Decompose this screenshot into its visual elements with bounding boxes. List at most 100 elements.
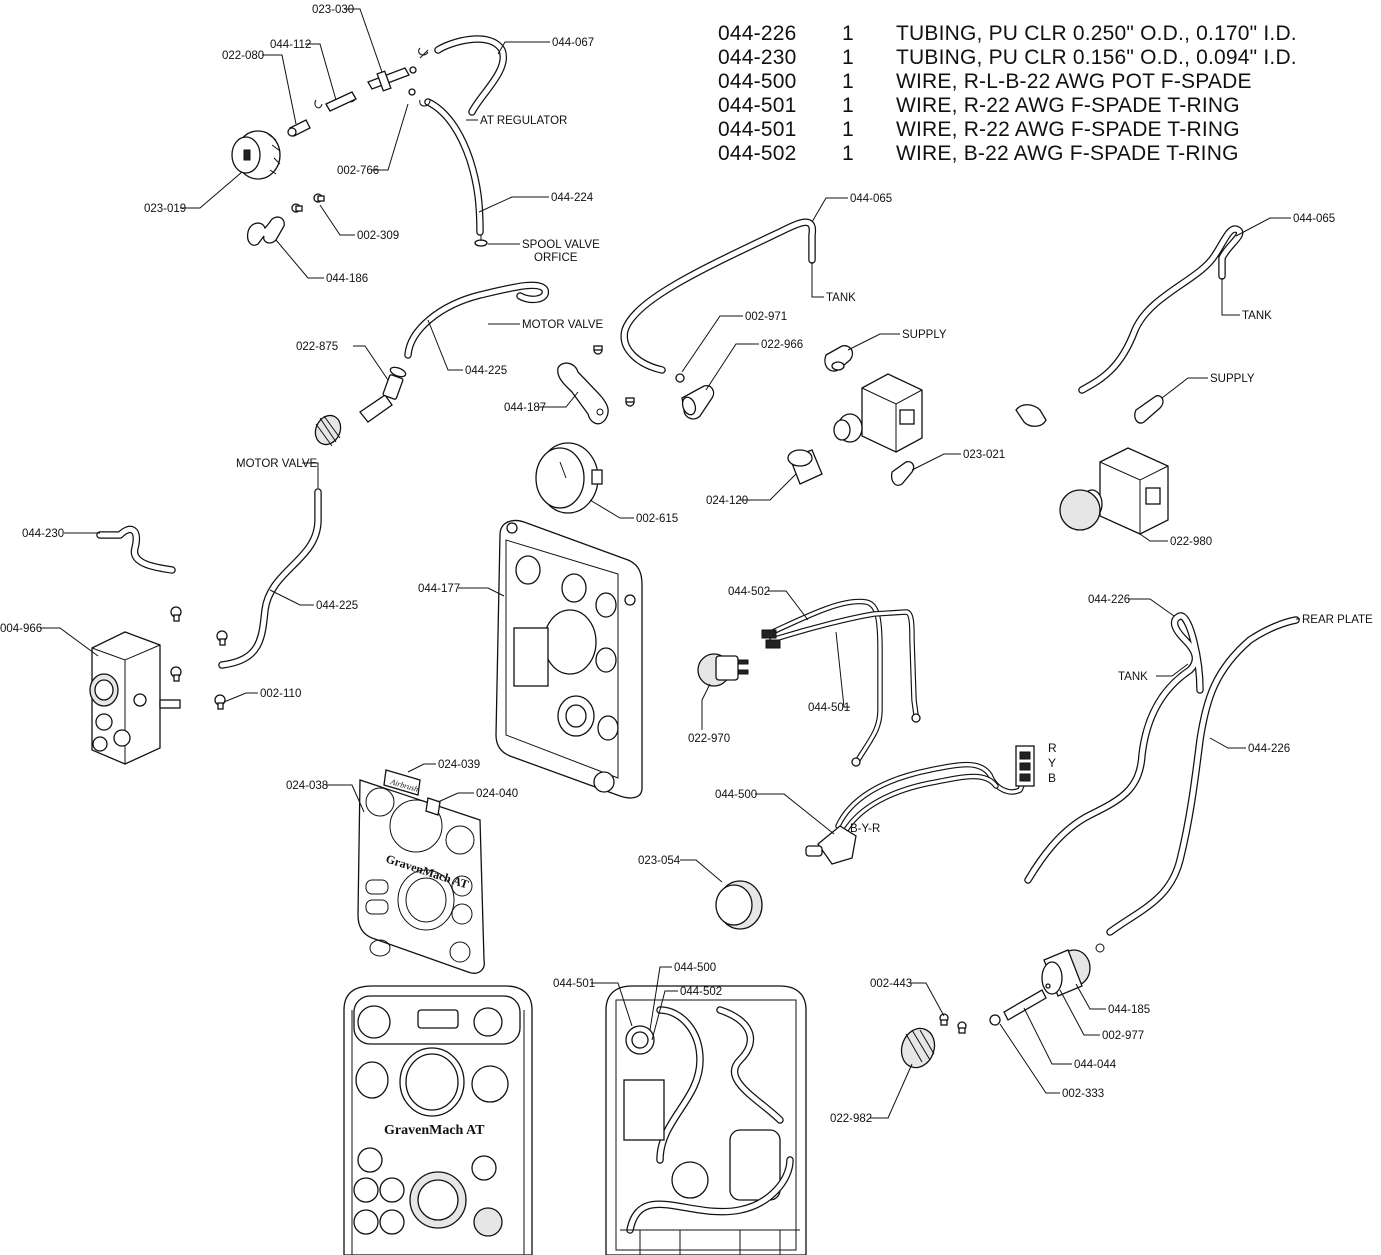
callout-label: 044-500	[715, 789, 757, 801]
bom-description: WIRE, B-22 AWG F-SPADE T-RING	[896, 142, 1239, 165]
note-tank: TANK	[826, 292, 856, 304]
bom-quantity: 1	[842, 46, 854, 69]
note-spool-valve: SPOOL VALVE	[522, 239, 600, 251]
callout-label: 002-615	[636, 513, 678, 525]
switch-022-970	[697, 653, 749, 687]
callout-label: 044-502	[680, 986, 722, 998]
wire-color-b: B	[1048, 771, 1056, 785]
bom-description: TUBING, PU CLR 0.250" O.D., 0.170" I.D.	[896, 22, 1297, 45]
leader-lines	[40, 8, 1300, 1119]
gauge-002-615	[535, 442, 603, 514]
tube-044-067	[434, 35, 508, 116]
elbow-022-875	[359, 366, 407, 423]
elbow-023-021	[890, 460, 915, 486]
callout-label: 044-502	[728, 586, 770, 598]
callout-label: 044-112	[270, 39, 311, 51]
supply-fitting-a	[824, 345, 854, 372]
screws-002-110	[170, 606, 228, 710]
shaft-044-044	[989, 983, 1051, 1026]
callout-label: 024-038	[286, 780, 328, 792]
regulator-body-b	[1059, 447, 1169, 535]
callout-label: 044-177	[418, 583, 460, 595]
callout-label: 022-966	[761, 339, 803, 351]
wire-color-r: R	[1048, 741, 1057, 755]
bom-part-number: 044-501	[718, 94, 797, 117]
tube-044-226-a	[1024, 612, 1204, 884]
callout-label: 044-186	[326, 273, 368, 285]
bom-quantity: 1	[842, 142, 854, 165]
note-supply: SUPPLY	[1210, 373, 1255, 385]
callout-label: 044-065	[1293, 213, 1335, 225]
note-orfice: ORFICE	[534, 252, 578, 264]
callout-label: 002-443	[870, 978, 912, 990]
callout-label: 024-040	[476, 788, 518, 800]
wire-color-y: Y	[1048, 756, 1056, 770]
o-ring-002-971	[675, 373, 685, 383]
bom-row: 044-230 1 TUBING, PU CLR 0.156" O.D., 0.09…	[718, 46, 1297, 70]
callout-label: 044-224	[551, 192, 594, 204]
note-tank: TANK	[1242, 310, 1272, 322]
supply-fitting-b	[1015, 395, 1164, 427]
label-sheet-024-038: GravenMach AT	[357, 779, 485, 974]
callout-label: 022-080	[222, 50, 264, 62]
callout-label: 044-187	[504, 402, 546, 414]
bom-quantity: 1	[842, 70, 854, 93]
bom-part-number: 044-502	[718, 142, 797, 165]
knob-023-054	[715, 880, 763, 930]
front-panel-assembly: GravenMach AT	[343, 985, 533, 1255]
bom-part-number: 044-501	[718, 118, 797, 141]
wire-harness-044-501-502	[761, 598, 921, 767]
note-rear-plate: REAR PLATE	[1302, 614, 1373, 626]
bom-part-number: 044-500	[718, 70, 797, 93]
callout-label: 044-067	[552, 37, 594, 49]
callout-label: 022-875	[296, 341, 338, 353]
bom-part-number: 044-230	[718, 46, 797, 69]
callout-label: 023-021	[963, 449, 1005, 461]
callout-label: 022-970	[688, 733, 730, 745]
knob-023-019	[231, 130, 281, 180]
faceplate-044-177	[495, 519, 643, 799]
wire-harness-044-500	[805, 745, 1035, 865]
cylinder-044-185	[1041, 943, 1105, 997]
tube-044-112	[325, 91, 357, 112]
note-tank: TANK	[1118, 671, 1148, 683]
callout-label: 044-500	[674, 962, 716, 974]
tube-044-065-center	[620, 218, 817, 374]
cap-024-120	[787, 449, 823, 485]
elbow-022-966	[681, 385, 715, 420]
callout-label: 044-501	[808, 702, 850, 714]
callout-label: 023-054	[638, 855, 681, 867]
callout-label: 023-019	[144, 203, 186, 215]
tube-044-226-b	[1106, 616, 1300, 936]
callout-label: 044-225	[465, 365, 507, 377]
bom-description: TUBING, PU CLR 0.156" O.D., 0.094" I.D.	[896, 46, 1297, 69]
callout-label: 002-766	[337, 165, 379, 177]
tube-044-225-lower	[218, 488, 322, 669]
bracket-044-186	[246, 193, 325, 246]
bom-quantity: 1	[842, 118, 854, 141]
callout-label: 024-039	[438, 759, 480, 771]
wire-color-byr: B-Y-R	[850, 823, 880, 835]
callout-label: 004-966	[0, 623, 42, 635]
callout-label: 044-225	[316, 600, 358, 612]
callout-label: 002-971	[745, 311, 787, 323]
callout-label: 044-226	[1088, 594, 1130, 606]
connection-notes: AT REGULATOR SPOOL VALVE ORFICE TANK TAN…	[236, 115, 1373, 835]
bom-quantity: 1	[842, 94, 854, 117]
tube-044-230	[96, 525, 176, 574]
callout-label: 002-309	[357, 230, 399, 242]
tee-fitting-023-030	[367, 66, 417, 96]
fitting-022-080	[287, 119, 311, 137]
callout-label: 022-982	[830, 1113, 872, 1125]
callout-label: 044-044	[1074, 1059, 1117, 1071]
label-024-040	[425, 797, 441, 816]
callout-label: 024-120	[706, 495, 748, 507]
callout-label: 002-110	[260, 688, 301, 700]
regulator-body-a	[833, 373, 923, 453]
